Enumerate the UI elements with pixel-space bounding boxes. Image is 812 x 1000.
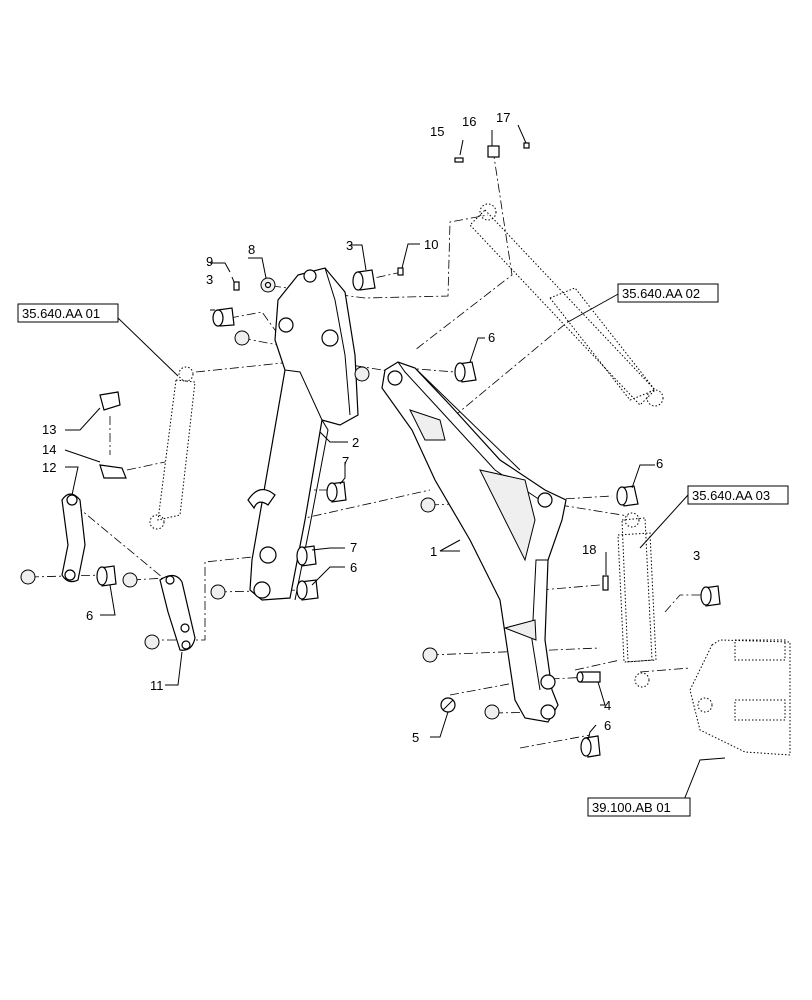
- assembly-lines: [29, 149, 715, 749]
- reference-label: 35.640.AA 01: [22, 306, 100, 321]
- callout-3: 3: [693, 548, 700, 563]
- callout-4: 4: [604, 698, 611, 713]
- reference-label: 35.640.AA 03: [692, 488, 770, 503]
- callout-numbers: 1 2 3 3 3 4 5 6 6 6 6 6 7 7 8 9 10 11 12…: [42, 110, 700, 745]
- callout-6: 6: [656, 456, 663, 471]
- reference-box-35-640-aa-02: 35.640.AA 02: [617, 283, 719, 303]
- callout-7: 7: [342, 454, 349, 469]
- leader-lines: [64, 124, 726, 816]
- reference-box-39-100-ab-01: 39.100.AB 01: [587, 797, 691, 817]
- callout-5: 5: [412, 730, 419, 745]
- reference-label: 35.640.AA 02: [622, 286, 700, 301]
- callout-3: 3: [346, 238, 353, 253]
- callout-10: 10: [424, 237, 438, 252]
- callout-6: 6: [350, 560, 357, 575]
- callout-1: 1: [430, 544, 437, 559]
- callout-15: 15: [430, 124, 444, 139]
- attachment-plate-39-100-ab-01: [689, 639, 791, 756]
- cylinder-35-640-aa-03: [617, 512, 657, 688]
- callout-13: 13: [42, 422, 56, 437]
- callout-9: 9: [206, 254, 213, 269]
- reference-label: 39.100.AB 01: [592, 800, 671, 815]
- callout-2: 2: [352, 435, 359, 450]
- callout-6: 6: [604, 718, 611, 733]
- cylinder-35-640-aa-01: [149, 366, 196, 530]
- callout-17: 17: [496, 110, 510, 125]
- reference-box-35-640-aa-01: 35.640.AA 01: [17, 303, 119, 323]
- callout-11: 11: [150, 678, 164, 693]
- callout-16: 16: [462, 114, 476, 129]
- callout-7: 7: [350, 540, 357, 555]
- part-2-lift-arm: [247, 267, 359, 601]
- part-1-boom-arm: [381, 361, 567, 723]
- callout-8: 8: [248, 242, 255, 257]
- cylinder-35-640-aa-02: [469, 203, 664, 407]
- callout-14: 14: [42, 442, 56, 457]
- callout-12: 12: [42, 460, 56, 475]
- small-parts: [20, 142, 721, 758]
- callout-18: 18: [582, 542, 596, 557]
- callout-6: 6: [86, 608, 93, 623]
- callout-3: 3: [206, 272, 213, 287]
- callout-6: 6: [488, 330, 495, 345]
- reference-box-35-640-aa-03: 35.640.AA 03: [687, 485, 789, 505]
